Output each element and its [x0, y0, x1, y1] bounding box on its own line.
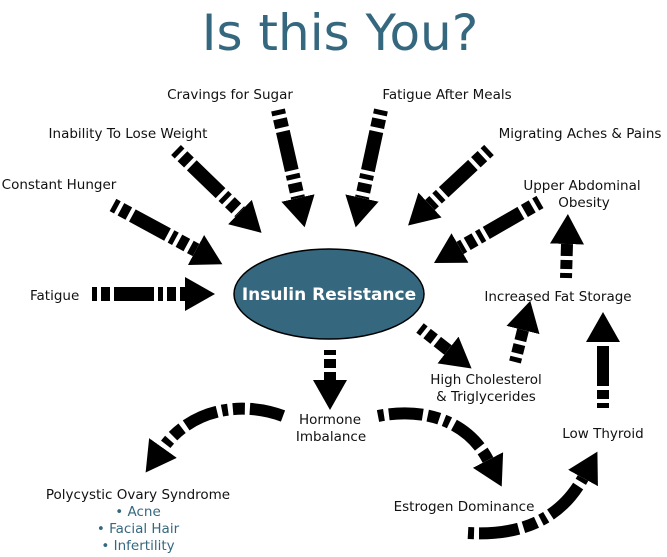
arrow-hormone-to-estrogen: [376, 407, 504, 487]
label-fatigue: Fatigue: [30, 288, 79, 304]
arrow-ir-to-cholesterol: [416, 323, 472, 369]
pcos-item-facial-hair: • Facial Hair: [97, 521, 180, 537]
arrow-migrating: [408, 144, 494, 226]
label-inability-to-lose-weight: Inability To Lose Weight: [49, 126, 208, 142]
arrow-constant-hunger: [109, 198, 223, 265]
arrow-fatigue-after: [345, 108, 388, 228]
label-triglycerides: & Triglycerides: [436, 389, 536, 405]
arrow-inability: [171, 144, 262, 233]
label-imbalance: Imbalance: [296, 429, 366, 445]
center-ellipse: [233, 248, 425, 340]
label-constant-hunger: Constant Hunger: [2, 177, 117, 193]
label-cravings-for-sugar: Cravings for Sugar: [167, 87, 293, 103]
label-high-cholesterol: High Cholesterol: [430, 372, 542, 388]
arrow-upper-abdominal: [433, 195, 544, 263]
page-title: Is this You?: [202, 4, 479, 62]
pcos-item-infertility: • Infertility: [101, 538, 174, 554]
arrow-fat-to-upper: [550, 214, 584, 279]
label-low-thyroid: Low Thyroid: [562, 426, 644, 442]
label-obesity: Obesity: [558, 195, 610, 211]
label-fatigue-after-meals: Fatigue After Meals: [382, 87, 511, 103]
arrows-layer: [92, 108, 620, 410]
pcos-item-acne: • Acne: [115, 504, 161, 520]
arrow-cholesterol-to-fat: [506, 300, 540, 364]
insulin-resistance-node: Insulin Resistance: [233, 248, 425, 340]
label-pcos: Polycystic Ovary Syndrome: [46, 487, 230, 503]
label-migrating-aches: Migrating Aches & Pains: [499, 126, 662, 142]
arrow-estrogen-to-thyroid: [467, 451, 598, 540]
label-increased-fat-storage: Increased Fat Storage: [484, 289, 631, 305]
label-upper-abdominal: Upper Abdominal: [523, 178, 640, 194]
label-estrogen-dominance: Estrogen Dominance: [394, 499, 535, 515]
label-hormone: Hormone: [299, 412, 361, 428]
center-label: Insulin Resistance: [242, 285, 416, 305]
arrow-hormone-to-pcos: [145, 402, 286, 473]
arrow-cravings: [271, 108, 315, 228]
